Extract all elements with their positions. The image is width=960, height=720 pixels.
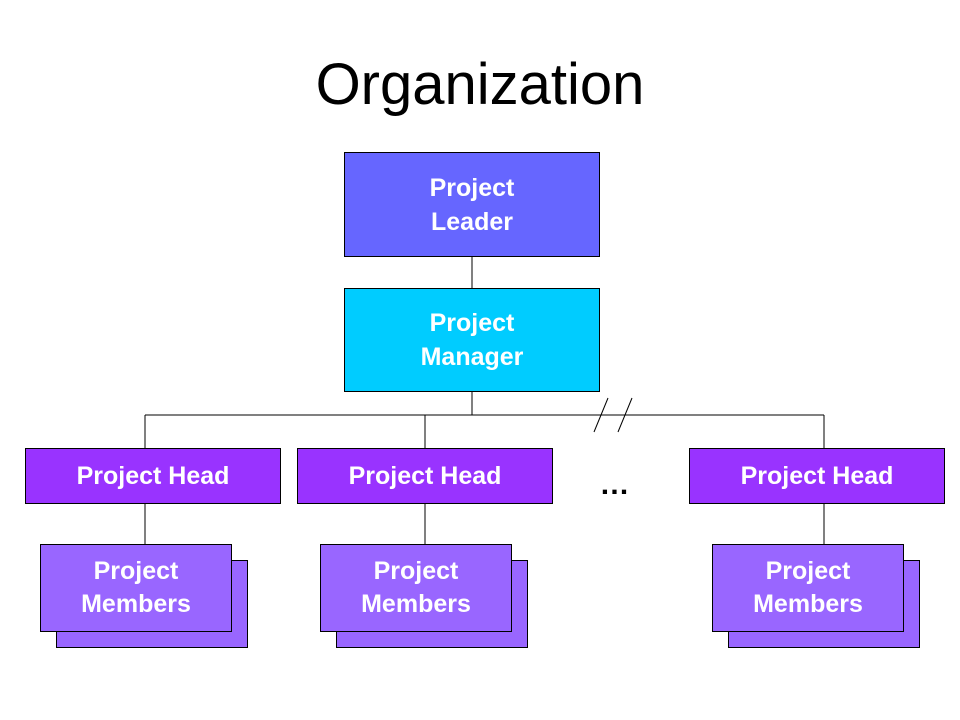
project-head-label-1: Project Head	[76, 462, 230, 490]
project-head-box-3: Project Head	[689, 448, 945, 504]
members-2-line-2: Members	[361, 590, 471, 618]
more-heads-ellipsis: …	[599, 468, 631, 501]
leader-line-1: Project	[429, 173, 515, 202]
project-head-box-2: Project Head	[297, 448, 553, 504]
members-1-line-2: Members	[81, 590, 191, 618]
manager-line-1: Project	[429, 309, 515, 337]
members-3-line-2: Members	[753, 590, 863, 618]
break-mark-left	[593, 397, 609, 433]
members-1-line-1: Project	[93, 557, 179, 585]
project-leader-box: Project Leader	[344, 152, 600, 257]
project-members-box-3: Project Members	[712, 544, 904, 632]
project-head-box-1: Project Head	[25, 448, 281, 504]
project-manager-box: Project Manager	[344, 288, 600, 392]
members-2-line-1: Project	[373, 557, 459, 585]
members-3-line-1: Project	[765, 557, 851, 585]
project-head-label-2: Project Head	[348, 462, 502, 490]
project-members-box-1: Project Members	[40, 544, 232, 632]
manager-line-2: Manager	[420, 343, 524, 371]
page-title: Organization	[315, 52, 645, 117]
project-head-label-3: Project Head	[740, 462, 894, 490]
project-members-box-2: Project Members	[320, 544, 512, 632]
leader-line-2: Leader	[431, 207, 513, 236]
break-mark-right	[617, 397, 633, 433]
